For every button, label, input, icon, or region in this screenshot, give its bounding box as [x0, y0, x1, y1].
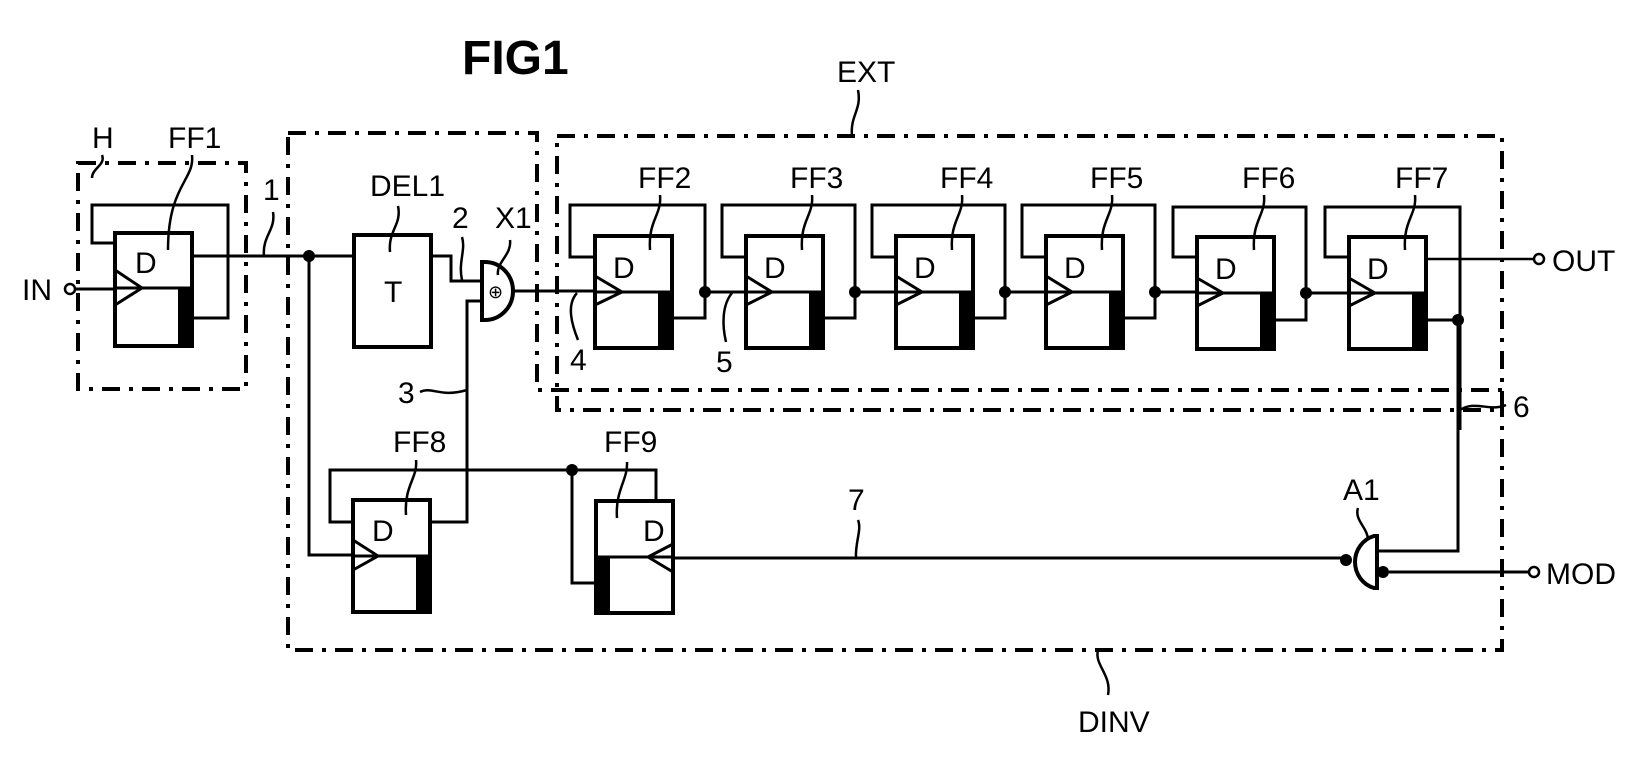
wire-node-2 [431, 256, 482, 281]
del1-symbol: T [384, 276, 402, 309]
node-3-label: 3 [398, 377, 415, 410]
block-dinv-leader [1097, 650, 1108, 695]
node-4-label: 4 [570, 344, 587, 377]
ff9-d-label: D [643, 515, 665, 548]
a1-inverted-output-icon [1377, 566, 1389, 578]
block-dinv-label: DINV [1078, 706, 1150, 739]
flipflop-ff5: D FF5 [1022, 162, 1155, 348]
block-h-label: H [92, 122, 114, 155]
flipflop-ff4: D FF4 [872, 162, 1005, 348]
node-3-leader [420, 390, 467, 393]
node-5-label: 5 [716, 346, 733, 379]
flipflop-ff8: D FF8 [309, 256, 572, 612]
ff3-label: FF3 [790, 162, 843, 195]
x1-xor-icon: ⊕ [488, 282, 503, 303]
ff1-d-label: D [135, 247, 157, 280]
block-ext-leader [852, 90, 859, 136]
terminal-mod [1529, 567, 1539, 577]
ff7-label: FF7 [1395, 162, 1448, 195]
ff6-d-label: D [1215, 253, 1237, 286]
ff8-inverted-output-bar [416, 556, 430, 612]
ff8-label: FF8 [393, 426, 446, 459]
ff5-label: FF5 [1090, 162, 1143, 195]
terminal-in-label: IN [22, 274, 52, 307]
terminal-in [65, 284, 75, 294]
ff6-inverted-output-bar [1260, 293, 1274, 349]
node-1-label: 1 [263, 174, 280, 207]
flipflop-ff2: D FF2 [570, 162, 705, 348]
ff2-d-label: D [613, 252, 635, 285]
terminal-mod-label: MOD [1546, 558, 1616, 591]
gate-x1-xor: ⊕ X1 [482, 202, 532, 320]
node-1-leader [264, 212, 274, 256]
ff4-d-label: D [914, 252, 936, 285]
wire-node-3 [429, 301, 482, 522]
block-ext-label: EXT [837, 56, 895, 89]
del1-label: DEL1 [370, 170, 445, 203]
ff7-inverted-output-bar [1412, 293, 1426, 349]
node-5-leader [724, 293, 732, 342]
ff3-inverted-output-bar [809, 292, 823, 348]
block-dinv-boundary [288, 133, 1502, 650]
block-h-leader [92, 155, 103, 178]
delay-del1: T DEL1 [354, 170, 445, 347]
ff5-d-label: D [1064, 252, 1086, 285]
a1-inverted-input-icon [1340, 554, 1352, 566]
flipflop-ff3: D FF3 [722, 162, 855, 348]
node-6-label: 6 [1513, 391, 1530, 424]
figure-title: FIG1 [462, 32, 569, 85]
x1-label: X1 [495, 202, 532, 235]
ff2-label: FF2 [638, 162, 691, 195]
ff2-inverted-output-bar [658, 292, 672, 348]
node-7-leader [856, 520, 859, 558]
ff4-label: FF4 [940, 162, 993, 195]
ff3-d-label: D [764, 252, 786, 285]
ff1-label: FF1 [168, 122, 221, 155]
ff1-inverted-output-bar [178, 288, 192, 346]
ff6-label: FF6 [1242, 162, 1295, 195]
flipflop-ff9: D FF9 [572, 426, 673, 613]
wire-node-6 [1409, 320, 1458, 551]
ff8-d-label: D [372, 515, 394, 548]
ff9-inverted-output-bar [596, 557, 610, 613]
flipflop-ff1: D FF1 [92, 122, 228, 346]
node-7-label: 7 [848, 484, 865, 517]
node-2-label: 2 [452, 202, 469, 235]
node-4-leader [571, 293, 578, 340]
terminal-out-label: OUT [1552, 245, 1615, 278]
a1-label: A1 [1343, 474, 1380, 507]
terminal-out [1534, 254, 1544, 264]
ff9-label: FF9 [604, 426, 657, 459]
ff7-d-label: D [1367, 253, 1389, 286]
ff4-inverted-output-bar [959, 292, 973, 348]
ff9-clock-feed-wire [572, 470, 596, 583]
a1-body [1355, 536, 1377, 588]
flipflop-ff6: D FF6 [1173, 162, 1306, 349]
ff5-inverted-output-bar [1109, 292, 1123, 348]
a1-leader [1357, 508, 1368, 540]
node-2-leader [461, 237, 463, 280]
